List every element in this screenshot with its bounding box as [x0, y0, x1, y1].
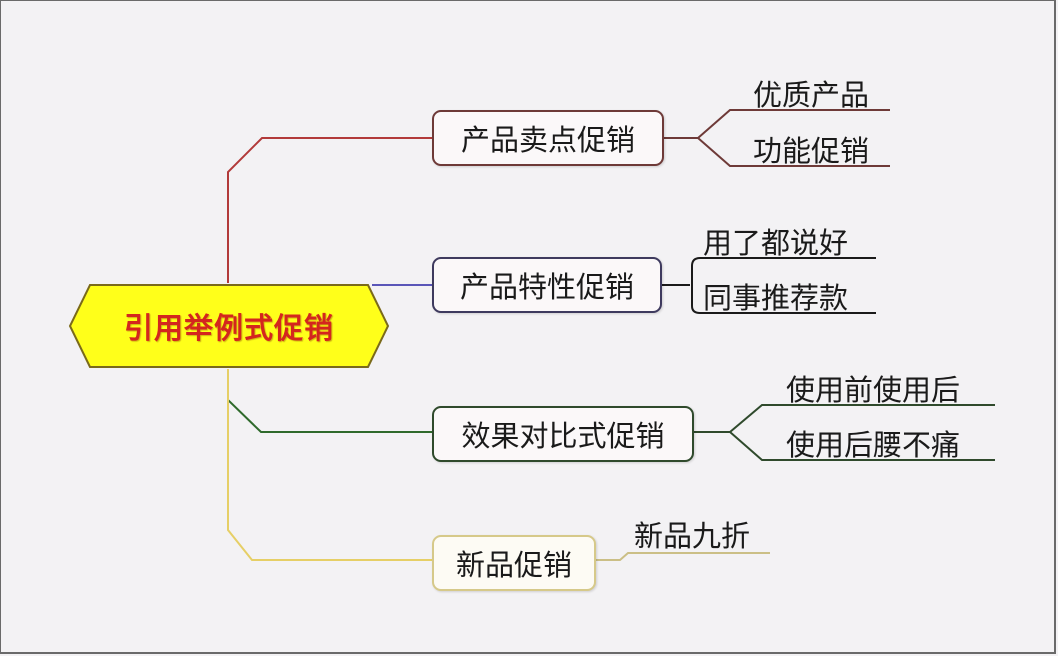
branch-node-new-product[interactable]: 新品促销: [432, 535, 596, 591]
branch-node-selling-points[interactable]: 产品卖点促销: [432, 110, 664, 166]
connector-branch4-leaf: [596, 552, 770, 561]
hexagon-shape: [68, 284, 390, 368]
root-node[interactable]: 引用举例式促销: [68, 283, 390, 369]
connector-root-branch3: [227, 369, 432, 433]
connector-root-branch4: [227, 369, 432, 561]
leaf-node[interactable]: 使用后腰不痛: [786, 428, 961, 462]
leaf-node[interactable]: 用了都说好: [703, 226, 849, 260]
root-node-label: 引用举例式促销: [123, 311, 334, 345]
connector-branch3-leaves: [694, 404, 995, 461]
leaf-node[interactable]: 新品九折: [634, 519, 751, 553]
branch-label: 产品特性促销: [459, 270, 634, 304]
connector-root-branch1: [227, 137, 432, 283]
branch-label: 产品卖点促销: [460, 123, 635, 157]
branch-node-features[interactable]: 产品特性促销: [432, 257, 662, 313]
branch-label: 新品促销: [455, 548, 572, 582]
connector-branch2-leaves: [662, 257, 876, 314]
leaf-node[interactable]: 同事推荐款: [703, 281, 849, 315]
leaf-node[interactable]: 功能促销: [753, 134, 870, 168]
connector-branch1-leaves: [664, 109, 890, 167]
branch-label: 效果对比式促销: [461, 419, 665, 453]
leaf-node[interactable]: 优质产品: [753, 78, 870, 112]
branch-node-comparison[interactable]: 效果对比式促销: [432, 406, 694, 462]
leaf-node[interactable]: 使用前使用后: [786, 373, 961, 407]
